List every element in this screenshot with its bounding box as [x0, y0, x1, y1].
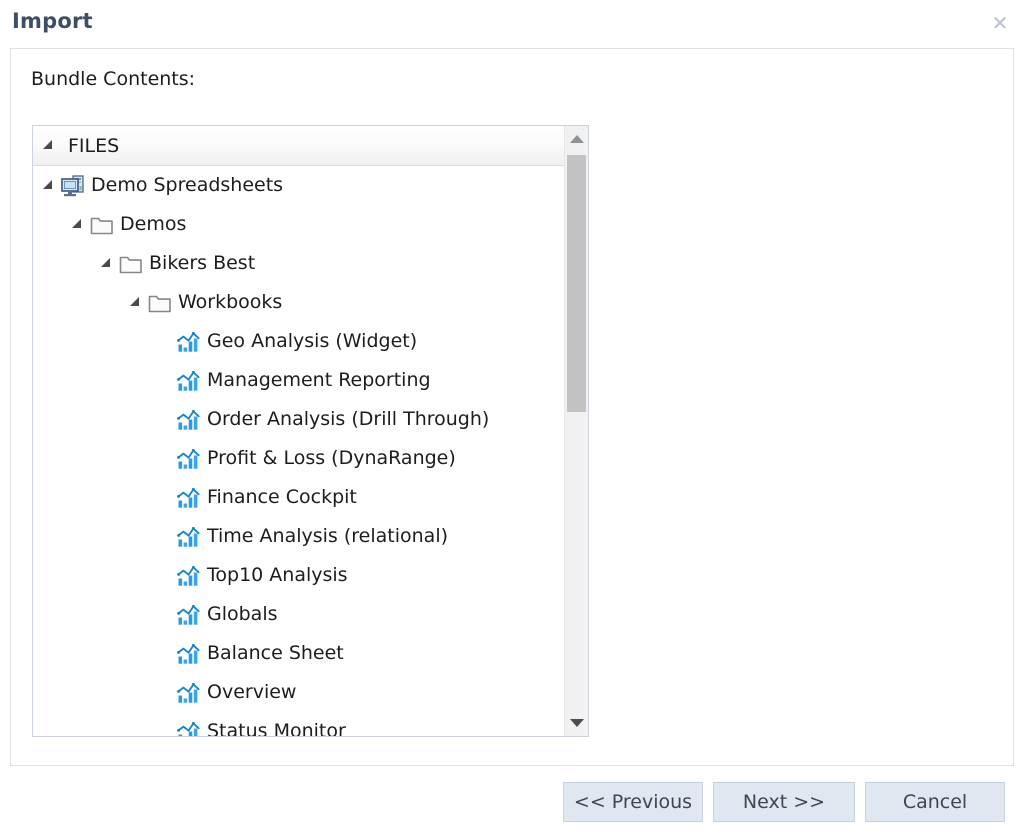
dialog-titlebar: Import ✕ — [0, 0, 1024, 46]
workbook-icon — [177, 526, 201, 548]
scroll-down-arrow-icon[interactable] — [565, 710, 588, 736]
tree-item-label: Top10 Analysis — [207, 564, 348, 586]
workbook-icon — [177, 331, 201, 353]
previous-button[interactable]: << Previous — [563, 782, 703, 822]
workbook-icon — [177, 409, 201, 431]
tree-item-top10-analysis[interactable]: Top10 Analysis — [33, 556, 565, 595]
tree-item-demo-spreadsheets[interactable]: Demo Spreadsheets — [33, 166, 565, 205]
computer-icon — [61, 175, 85, 197]
tree-item-label: Bikers Best — [149, 252, 256, 274]
tree-item-label: Finance Cockpit — [207, 486, 357, 508]
workbook-icon — [177, 487, 201, 509]
tree-item-label: Order Analysis (Drill Through) — [207, 408, 490, 430]
tree-group-header-label: FILES — [68, 135, 120, 157]
workbook-icon — [177, 643, 201, 665]
workbook-icon — [177, 682, 201, 704]
workbook-icon — [177, 721, 201, 736]
tree-item-balance-sheet[interactable]: Balance Sheet — [33, 634, 565, 673]
dialog-content-panel: Bundle Contents: FILES Demo Spreadsheets… — [10, 48, 1014, 766]
tree-item-demos[interactable]: Demos — [33, 205, 565, 244]
tree-item-profit-loss-dynarange[interactable]: Profit & Loss (DynaRange) — [33, 439, 565, 478]
scrollbar-thumb[interactable] — [567, 155, 586, 412]
tree-item-status-monitor[interactable]: Status Monitor — [33, 712, 565, 736]
folder-icon — [90, 214, 114, 236]
tree-item-globals[interactable]: Globals — [33, 595, 565, 634]
tree-item-bikers-best[interactable]: Bikers Best — [33, 244, 565, 283]
tree-group-header-files[interactable]: FILES — [33, 126, 565, 166]
next-button[interactable]: Next >> — [713, 782, 855, 822]
folder-icon — [148, 292, 172, 314]
tree-item-label: Overview — [207, 681, 297, 703]
workbook-icon — [177, 604, 201, 626]
tree-item-label: Demos — [120, 213, 187, 235]
expander-expanded-icon[interactable] — [130, 297, 139, 306]
dialog-footer: << Previous Next >> Cancel — [0, 780, 1024, 839]
tree-item-label: Status Monitor — [207, 720, 346, 736]
expander-expanded-icon[interactable] — [72, 219, 81, 228]
tree-item-label: Time Analysis (relational) — [207, 525, 449, 547]
folder-icon — [119, 253, 143, 275]
tree-item-label: Management Reporting — [207, 369, 431, 391]
expander-expanded-icon[interactable] — [43, 180, 52, 189]
tree-item-label: Demo Spreadsheets — [91, 174, 284, 196]
scroll-down-glyph — [569, 719, 584, 727]
close-icon[interactable]: ✕ — [986, 10, 1014, 36]
tree-item-management-reporting[interactable]: Management Reporting — [33, 361, 565, 400]
tree-item-label: Profit & Loss (DynaRange) — [207, 447, 456, 469]
tree-item-label: Globals — [207, 603, 278, 625]
bundle-contents-label: Bundle Contents: — [31, 68, 196, 90]
expander-expanded-icon[interactable] — [101, 258, 110, 267]
tree-scrollbar[interactable] — [564, 126, 588, 736]
tree-item-finance-cockpit[interactable]: Finance Cockpit — [33, 478, 565, 517]
tree-item-workbooks[interactable]: Workbooks — [33, 283, 565, 322]
tree-item-label: Balance Sheet — [207, 642, 344, 664]
tree-item-order-analysis-drill-through[interactable]: Order Analysis (Drill Through) — [33, 400, 565, 439]
expander-expanded-icon[interactable] — [43, 140, 52, 149]
tree-item-time-analysis-relational[interactable]: Time Analysis (relational) — [33, 517, 565, 556]
workbook-icon — [177, 565, 201, 587]
tree-item-label: Workbooks — [178, 291, 283, 313]
workbook-icon — [177, 370, 201, 392]
tree-item-overview[interactable]: Overview — [33, 673, 565, 712]
dialog-title: Import — [12, 9, 93, 33]
close-glyph: ✕ — [991, 11, 1009, 35]
tree-item-geo-analysis-widget[interactable]: Geo Analysis (Widget) — [33, 322, 565, 361]
tree-item-label: Geo Analysis (Widget) — [207, 330, 418, 352]
workbook-icon — [177, 448, 201, 470]
cancel-button[interactable]: Cancel — [865, 782, 1005, 822]
scroll-up-glyph — [569, 135, 584, 143]
scroll-up-arrow-icon[interactable] — [565, 126, 588, 152]
